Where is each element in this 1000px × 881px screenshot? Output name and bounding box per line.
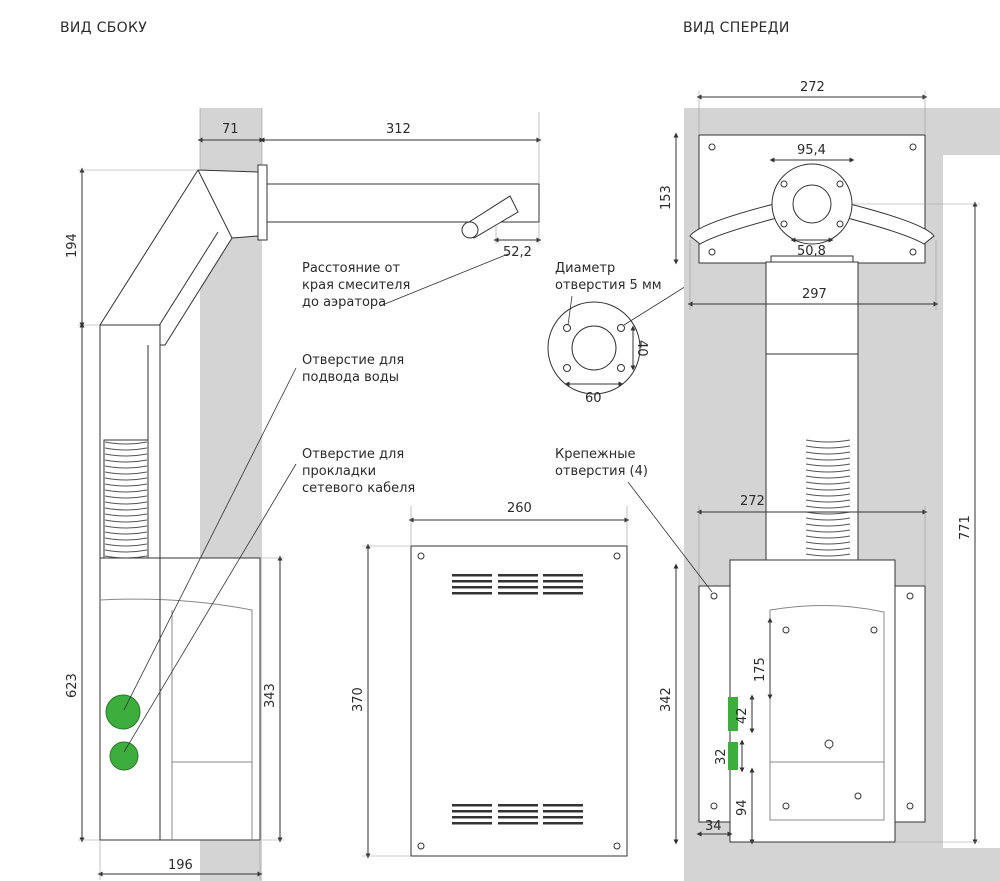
dim-153: 153 (659, 185, 674, 210)
side-flange (257, 164, 268, 241)
dim-272-top: 272 (800, 80, 825, 95)
dim-272-mount: 272 (740, 494, 765, 509)
dim-71: 71 (222, 122, 239, 137)
side-view: 71 312 194 52,2 623 343 196 (65, 108, 542, 881)
callout-cable-hole: Отверстие для прокладки сетевого кабеля (302, 447, 415, 496)
dim-342: 342 (659, 687, 674, 712)
dim-32: 32 (714, 748, 729, 765)
dim-343: 343 (263, 683, 278, 708)
front-panel: 260 370 (351, 501, 630, 859)
front-water-inlet (728, 697, 738, 731)
dim-370: 370 (351, 687, 366, 712)
dim-194: 194 (65, 233, 80, 258)
dim-312: 312 (386, 122, 411, 137)
dim-50-8: 50,8 (797, 244, 826, 259)
side-view-title: ВИД СБОКУ (60, 20, 147, 36)
front-view: 272 153 95,4 50,8 297 771 272 342 175 42… (627, 80, 1000, 881)
dim-260: 260 (507, 501, 532, 516)
dim-175: 175 (753, 657, 768, 682)
callout-water-inlet: Отверстие для подвода воды (302, 353, 408, 385)
cable-hole (109, 741, 139, 771)
dim-52-2: 52,2 (503, 245, 532, 260)
dim-94: 94 (735, 799, 750, 816)
dim-95-4: 95,4 (797, 143, 826, 158)
dim-196: 196 (168, 858, 193, 873)
callout-hole-diameter: Диаметр отверстия 5 мм (555, 261, 662, 293)
dim-40: 40 (634, 340, 649, 357)
front-view-title: ВИД СПЕРЕДИ (683, 20, 790, 36)
dim-60: 60 (585, 391, 602, 406)
dim-771: 771 (958, 515, 973, 540)
dim-42: 42 (735, 707, 750, 724)
dim-297: 297 (802, 287, 827, 302)
dim-34: 34 (705, 819, 722, 834)
water-inlet-hole (105, 694, 141, 730)
flange-detail: 60 40 (547, 225, 783, 406)
front-cable-hole (728, 742, 738, 770)
dim-623: 623 (65, 673, 80, 698)
callout-aerator: Расстояние от края смесителя до аэратора (302, 261, 414, 310)
callout-mount-holes: Крепежные отверстия (4) (555, 447, 648, 479)
